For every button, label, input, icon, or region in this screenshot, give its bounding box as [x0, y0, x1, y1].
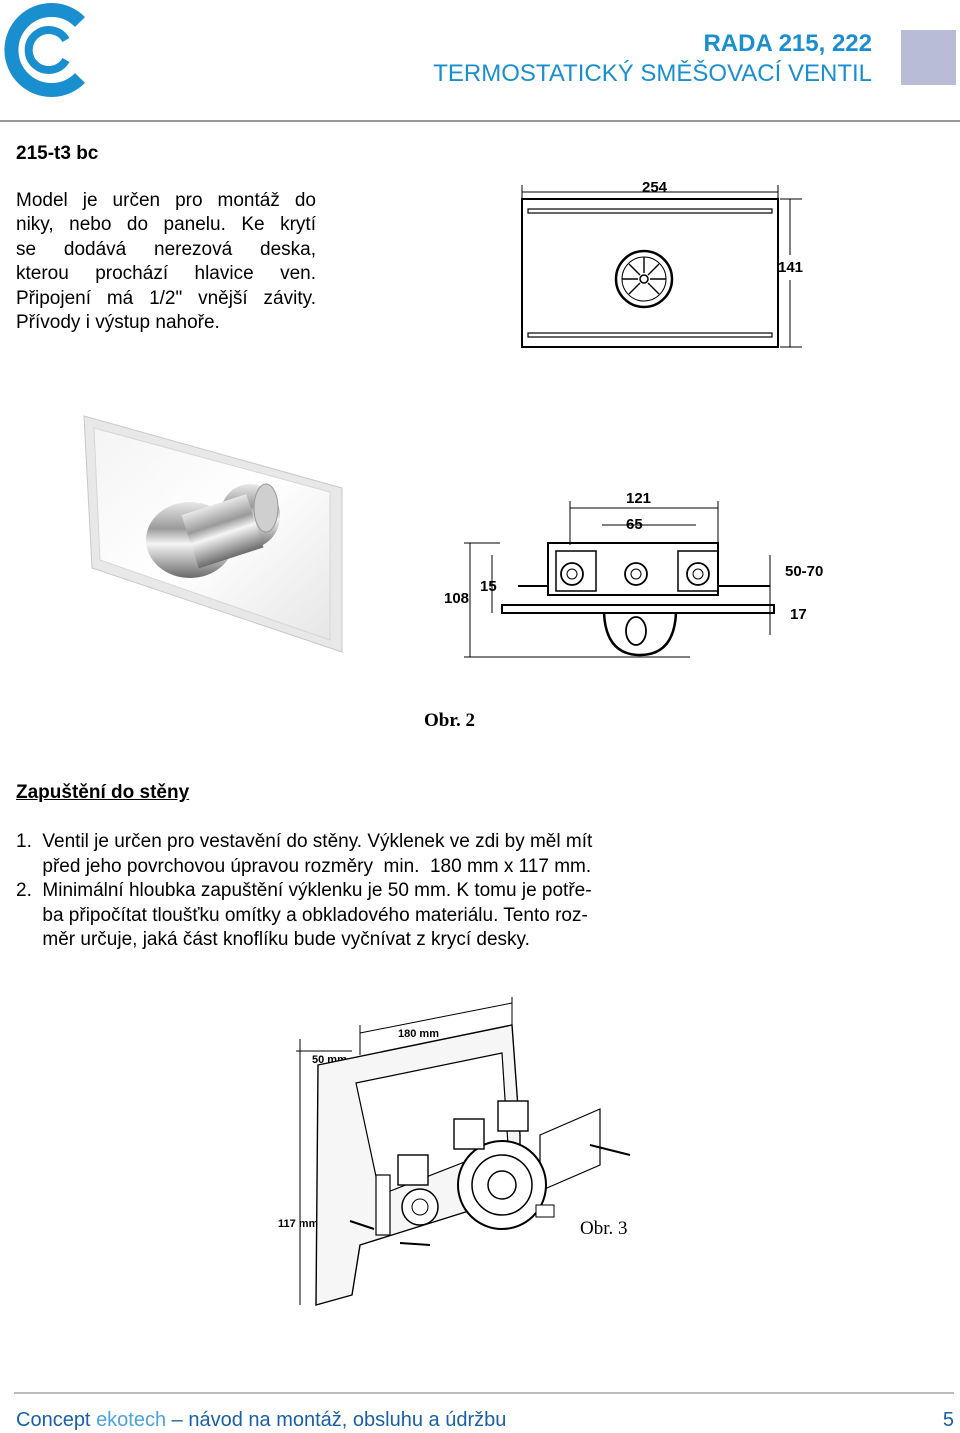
figure2-caption: Obr. 2	[424, 710, 476, 731]
figure3-caption: Obr. 3	[580, 1218, 628, 1239]
product-photo	[83, 415, 343, 653]
footer-brand-eko: ekotech	[96, 1409, 167, 1431]
dim-overall: 121	[626, 490, 651, 507]
dim-height-117: 117 mm	[278, 1218, 319, 1230]
description-line: kterou prochází hlavice ven.	[16, 263, 316, 285]
description-line: niky, nebo do panelu. Ke krytí	[16, 214, 316, 236]
model-code: 215-t3 bc	[16, 143, 99, 164]
description-line: Připojení má 1/2" vnější závity.	[16, 287, 316, 309]
description-line: Model je určen pro montáž do	[16, 190, 316, 211]
dim-left: 108	[444, 590, 469, 607]
side-view-drawing: 121 65 108 15 50-70 17	[444, 490, 823, 658]
dim-plate: 17	[790, 606, 807, 623]
header-color-box	[901, 30, 956, 85]
dim-width-180: 180 mm	[398, 1028, 439, 1040]
model-description: Model je určen pro montáž do niky, nebo …	[16, 189, 316, 335]
header-subtitle: TERMOSTATICKÝ SMĚŠOVACÍ VENTIL	[433, 60, 872, 87]
section-title: Zapuštění do stěny	[16, 782, 190, 803]
dim-range: 50-70	[785, 563, 823, 580]
instruction-line: 1. Ventil je určen pro vestavění do stěn…	[16, 831, 593, 852]
header-rule	[0, 120, 960, 122]
instruction-line: ba připočítat tloušťku omítky a obkladov…	[16, 904, 588, 926]
footer-description: – návod na montáž, obsluhu a údržbu	[166, 1409, 507, 1431]
footer-text: Concept ekotech – návod na montáž, obslu…	[16, 1409, 506, 1432]
instruction-line: před jeho povrchovou úpravou rozměry min…	[16, 855, 592, 877]
dim-height: 141	[778, 259, 803, 276]
instruction-line: měr určuje, jaká část knoflíku bude vyčn…	[16, 929, 530, 950]
dim-centers: 65	[626, 516, 643, 533]
footer-brand: Concept	[16, 1409, 97, 1431]
header-title: RADA 215, 222	[703, 30, 872, 57]
c-logo-icon	[4, 3, 85, 97]
dim-width: 254	[642, 179, 668, 196]
installation-drawing: 180 mm 50 mm 117 mm	[278, 997, 631, 1306]
footer-rule	[14, 1392, 954, 1394]
description-line: se dodává nerezová deska,	[16, 238, 316, 260]
dim-offset: 15	[480, 578, 497, 595]
page-number: 5	[942, 1409, 954, 1431]
knob-icon	[614, 249, 674, 309]
instruction-line: 2. Minimální hloubka zapuštění výklenku …	[16, 880, 592, 901]
instructions: 1. Ventil je určen pro vestavění do stěn…	[16, 830, 672, 953]
description-line: Přívody i výstup nahoře.	[16, 312, 220, 334]
front-view-drawing: 254 141	[521, 179, 803, 348]
